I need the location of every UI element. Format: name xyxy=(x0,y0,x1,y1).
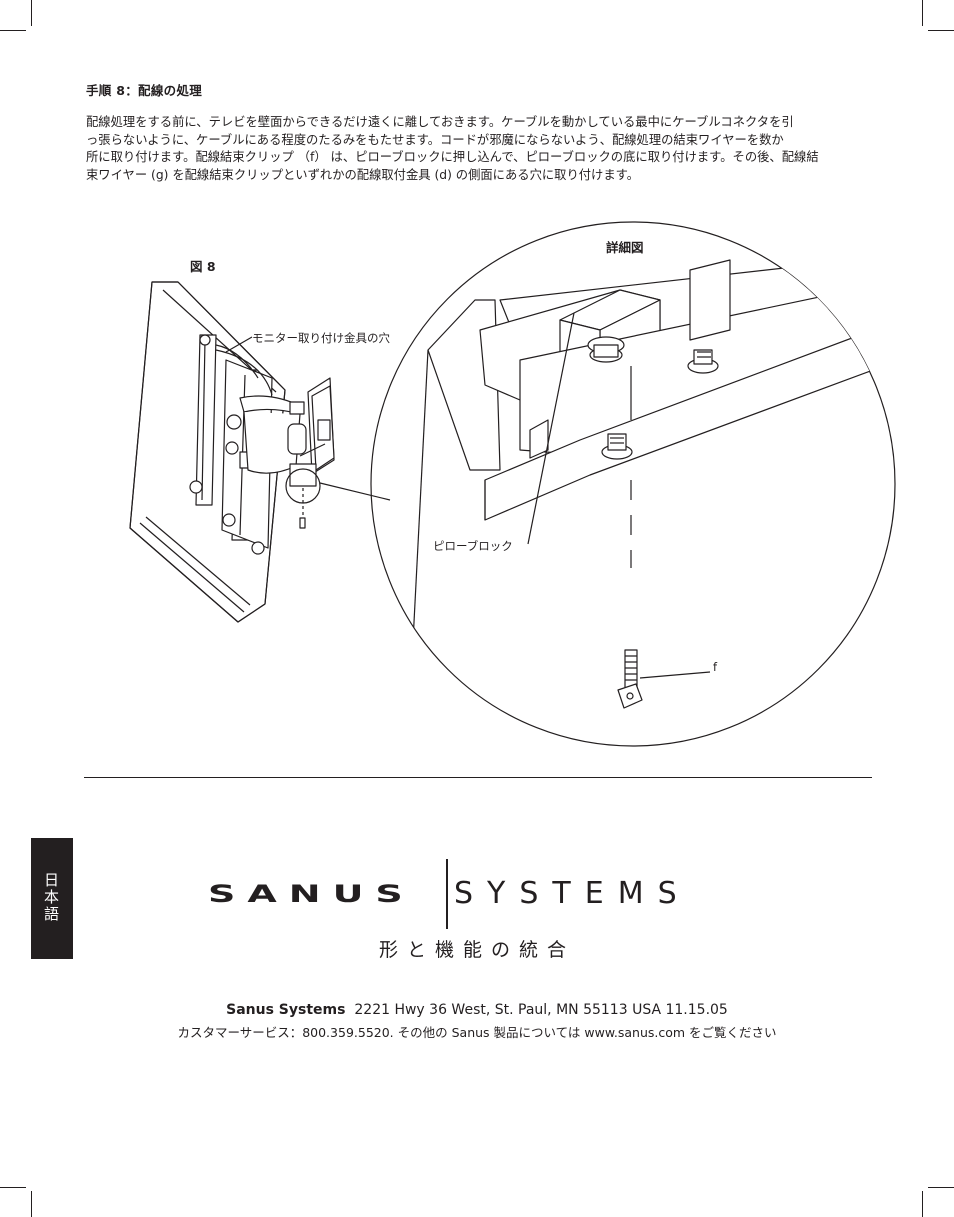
crop-mark xyxy=(922,0,923,26)
paragraph-line: 所に取り付けます。配線結束クリップ （f） は、ピローブロックに押し込んで、ピロ… xyxy=(86,150,819,165)
crop-mark xyxy=(928,1187,954,1188)
crop-mark xyxy=(922,1191,923,1217)
callout-pillow-block: ピローブロック xyxy=(433,539,513,553)
logo-divider xyxy=(446,859,448,929)
paragraph-line: っ張らないように、ケーブルにある程度のたるみをもたせます。コードが邪魔にならない… xyxy=(86,132,784,147)
step-title: 手順 8：配線の処理 xyxy=(86,83,203,98)
swivel-arm-drawing xyxy=(239,395,307,474)
figure-label: 図 8 xyxy=(190,259,216,274)
footer-support: カスタマーサービス：800.359.5520. その他の Sanus 製品につい… xyxy=(177,1025,777,1040)
crop-mark xyxy=(928,30,954,31)
detail-circle xyxy=(370,221,896,747)
logo-systems: SYSTEMS xyxy=(454,876,691,911)
paragraph-line: 束ワイヤー (g) を配線結束クリップといずれかの配線取付金具 (d) の側面に… xyxy=(86,167,640,182)
section-divider xyxy=(84,777,872,778)
wall-plate-drawing xyxy=(289,377,335,529)
logo-tagline: 形と機能の統合 xyxy=(378,939,575,961)
detail-drawing xyxy=(409,254,895,709)
logo-sanus: SANUS xyxy=(208,880,415,908)
crop-mark xyxy=(0,1187,26,1188)
callout-f: f xyxy=(713,660,718,674)
crop-mark xyxy=(31,1191,32,1217)
instruction-paragraph: 配線処理をする前に、テレビを壁面からできるだけ遠くに離しておきます。ケーブルを動… xyxy=(86,114,876,184)
crop-mark xyxy=(0,30,26,31)
crop-mark xyxy=(31,0,32,26)
footer-address-line: Sanus Systems 2221 Hwy 36 West, St. Paul… xyxy=(0,1002,954,1018)
paragraph-line: 配線処理をする前に、テレビを壁面からできるだけ遠くに離しておきます。ケーブルを動… xyxy=(86,115,794,129)
language-tab-label: 日本語 xyxy=(42,872,60,923)
footer-address: 2221 Hwy 36 West, St. Paul, MN 55113 USA… xyxy=(354,1002,728,1018)
detail-label: 詳細図 xyxy=(606,240,644,255)
language-tab: 日本語 xyxy=(31,838,73,959)
footer-company: Sanus Systems xyxy=(226,1002,346,1018)
callout-monitor-holes: モニター取り付け金具の穴 xyxy=(252,331,390,345)
